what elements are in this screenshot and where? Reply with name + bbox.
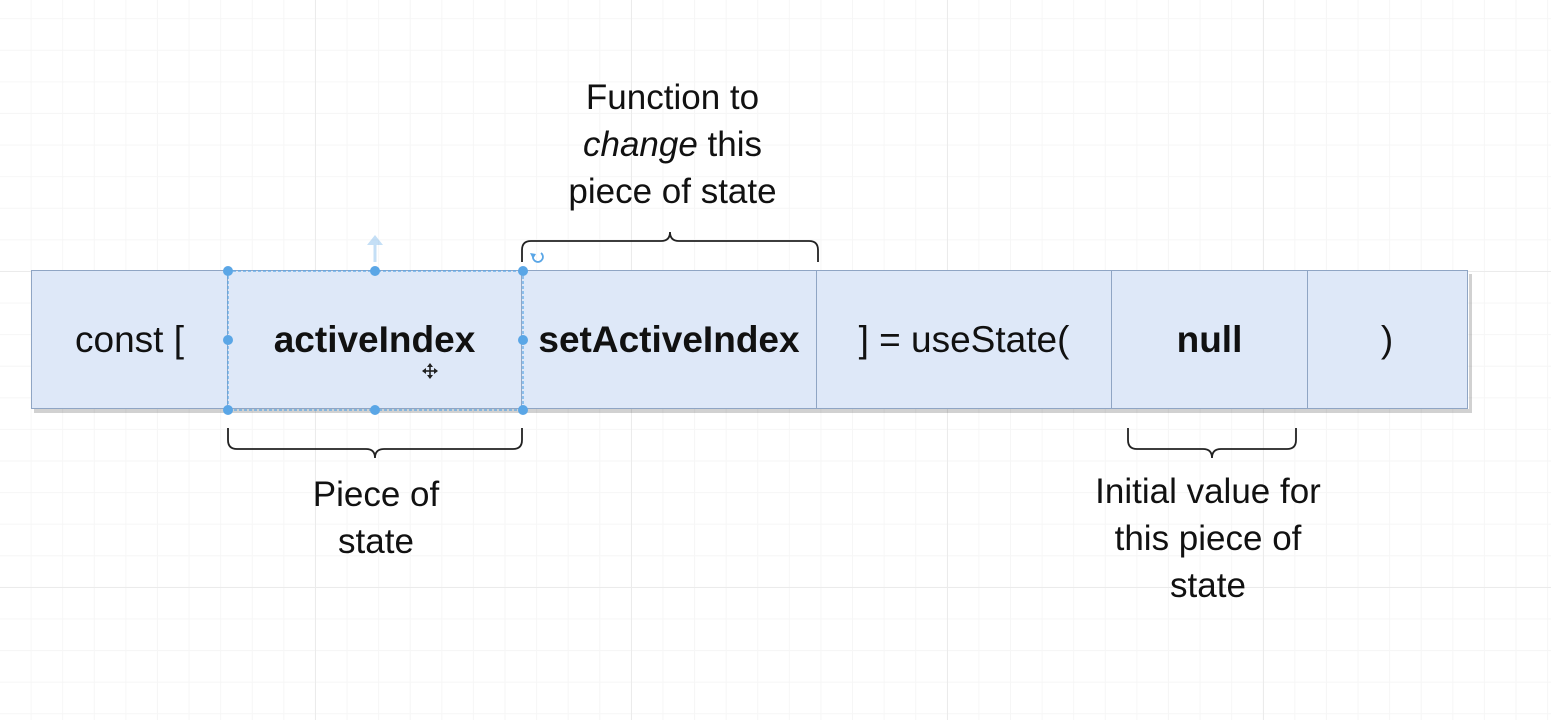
piece-brace xyxy=(227,428,523,459)
function-annotation: Function to change this piece of state xyxy=(520,74,825,215)
initial-brace xyxy=(1127,428,1297,459)
initial-annotation-line3: state xyxy=(1170,566,1246,605)
arrow-up-icon[interactable] xyxy=(367,235,383,262)
function-brace xyxy=(521,231,819,262)
function-annotation-line1: Function to xyxy=(585,78,760,117)
rotate-icon[interactable] xyxy=(530,252,544,263)
change-emphasis: change xyxy=(582,125,698,164)
initial-annotation-line1: Initial value for xyxy=(1095,472,1321,511)
initial-annotation-line2: this piece of xyxy=(1114,519,1302,558)
piece-annotation-line1: Piece of xyxy=(312,475,440,514)
piece-annotation-line2: state xyxy=(338,522,414,561)
initial-annotation: Initial value for this piece of state xyxy=(1060,468,1356,609)
code-statement-strip: const [ activeIndex setActiveIndex ] = u… xyxy=(31,270,1469,409)
function-annotation-line2-rest: this xyxy=(697,125,763,164)
cell-set-active-index[interactable]: setActiveIndex xyxy=(521,270,817,409)
cell-close-paren[interactable]: ) xyxy=(1306,270,1468,409)
function-annotation-line3: piece of state xyxy=(568,172,777,211)
cell-const-bracket[interactable]: const [ xyxy=(31,270,228,409)
function-annotation-line2: change this xyxy=(520,121,825,168)
cell-null[interactable]: null xyxy=(1111,270,1308,409)
piece-annotation: Piece of state xyxy=(228,471,524,565)
cell-use-state[interactable]: ] = useState( xyxy=(815,270,1113,409)
cell-active-index[interactable]: activeIndex xyxy=(226,270,523,409)
